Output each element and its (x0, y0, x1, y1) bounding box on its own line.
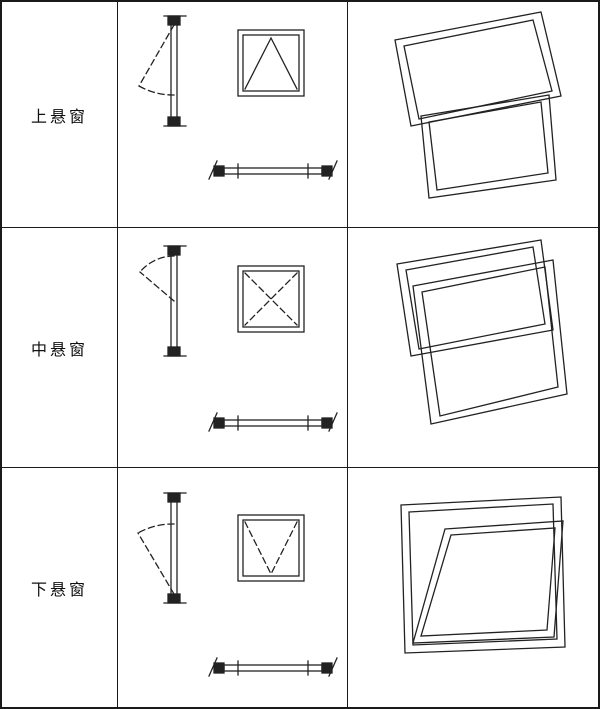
center-pivot-perspective-drawing (395, 239, 568, 425)
bottom-hung-perspective-drawing (399, 495, 566, 654)
bottom-hung-orthographic-drawing (137, 491, 338, 677)
orthographic-cell-bottom-hung (118, 468, 348, 707)
top-hung-orthographic-drawing (138, 15, 338, 180)
top-hung-vertical-section (138, 15, 187, 127)
center-pivot-elevation (237, 265, 305, 333)
bottom-hung-elevation (237, 513, 305, 582)
label-cell-center-pivot: 中悬窗 (2, 228, 118, 468)
center-pivot-vertical-section (139, 245, 187, 357)
window-type-label-center-pivot: 中悬窗 (30, 341, 88, 359)
perspective-cell-bottom-hung (348, 468, 598, 707)
bottom-hung-horizontal-section (208, 656, 338, 677)
window-type-label-bottom-hung: 下悬窗 (30, 581, 88, 599)
orthographic-cell-top-hung (118, 2, 348, 228)
label-cell-bottom-hung: 下悬窗 (2, 468, 118, 707)
center-pivot-orthographic-drawing (139, 245, 338, 432)
top-hung-perspective-drawing (393, 11, 562, 199)
window-type-label-top-hung: 上悬窗 (30, 108, 88, 126)
label-cell-top-hung: 上悬窗 (2, 2, 118, 228)
perspective-cell-center-pivot (348, 228, 598, 468)
top-hung-3d-view (393, 11, 562, 199)
top-hung-elevation (237, 29, 305, 97)
bottom-hung-3d-view (399, 495, 566, 654)
center-pivot-3d-view (395, 239, 568, 425)
perspective-cell-top-hung (348, 2, 598, 228)
orthographic-cell-center-pivot (118, 228, 348, 468)
bottom-hung-vertical-section (137, 491, 187, 604)
top-hung-horizontal-section (208, 160, 338, 180)
center-pivot-horizontal-section (208, 412, 338, 432)
